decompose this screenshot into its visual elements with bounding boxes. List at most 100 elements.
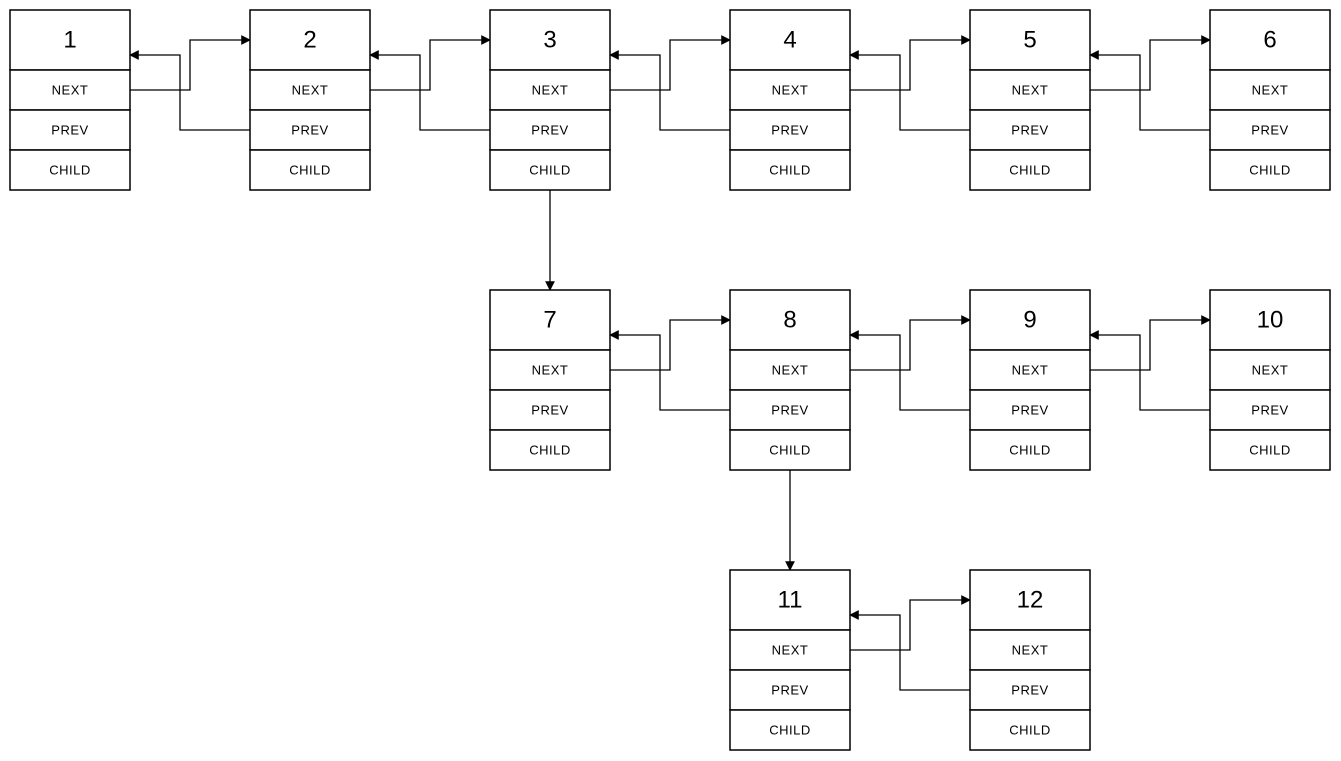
node-3-cell-prev-label: PREV	[531, 123, 568, 138]
node-12-cell-next-label: NEXT	[1012, 643, 1049, 658]
prev-pointer-3-to-2	[369, 50, 490, 131]
node-8-cell-child	[729, 429, 851, 471]
node-1-header	[9, 9, 131, 71]
node-12-cell-child-label: CHILD	[1009, 723, 1051, 738]
node-6-cell-prev-label: PREV	[1251, 123, 1288, 138]
node-2-cell-child	[249, 149, 371, 191]
node-6-header	[1209, 9, 1331, 71]
node-4-cell-prev	[729, 109, 851, 151]
node-7-cell-next-label: NEXT	[532, 363, 569, 378]
next-pointer-7-to-8	[610, 315, 731, 371]
node-3-cell-prev	[489, 109, 611, 151]
node-5-number: 5	[1023, 27, 1036, 54]
node-2-header	[249, 9, 371, 71]
node-11-cell-next	[729, 629, 851, 671]
node-10-cell-child-label: CHILD	[1249, 443, 1291, 458]
node-4-cell-prev-label: PREV	[771, 123, 808, 138]
node-1-cell-child-label: CHILD	[49, 163, 91, 178]
node-7-cell-prev-label: PREV	[531, 403, 568, 418]
node-9-cell-child	[969, 429, 1091, 471]
node-5-cell-child-label: CHILD	[1009, 163, 1051, 178]
node-10-number: 10	[1257, 307, 1284, 334]
prev-pointer-4-to-3	[609, 50, 730, 131]
node-3-cell-child	[489, 149, 611, 191]
node-4-cell-next	[729, 69, 851, 111]
next-pointer-3-to-4	[610, 35, 731, 91]
node-1-cell-child	[9, 149, 131, 191]
node-9-number: 9	[1023, 307, 1036, 334]
node-1-cell-next-label: NEXT	[52, 83, 89, 98]
node-10-cell-prev-label: PREV	[1251, 403, 1288, 418]
node-3-cell-child-label: CHILD	[529, 163, 571, 178]
prev-pointer-2-to-1	[129, 50, 250, 131]
node-4-header	[729, 9, 851, 71]
node-3-header	[489, 9, 611, 71]
node-7-cell-prev	[489, 389, 611, 431]
next-pointer-9-to-10	[1090, 315, 1211, 371]
node-1-cell-prev-label: PREV	[51, 123, 88, 138]
node-7-cell-child-label: CHILD	[529, 443, 571, 458]
node-12-number: 12	[1017, 587, 1044, 614]
node-9-cell-prev	[969, 389, 1091, 431]
node-3-cell-next-label: NEXT	[532, 83, 569, 98]
node-11-cell-child-label: CHILD	[769, 723, 811, 738]
prev-pointer-12-to-11	[849, 610, 970, 691]
node-11-cell-prev-label: PREV	[771, 683, 808, 698]
node-10-cell-next-label: NEXT	[1252, 363, 1289, 378]
node-5-header	[969, 9, 1091, 71]
node-4-cell-next-label: NEXT	[772, 83, 809, 98]
node-11-cell-child	[729, 709, 851, 751]
node-9-cell-next-label: NEXT	[1012, 363, 1049, 378]
next-pointer-2-to-3	[370, 35, 491, 91]
node-1-number: 1	[63, 27, 76, 54]
next-pointer-5-to-6	[1090, 35, 1211, 91]
node-2-cell-next-label: NEXT	[292, 83, 329, 98]
node-4-cell-child	[729, 149, 851, 191]
node-3-number: 3	[543, 27, 556, 54]
node-6-cell-child-label: CHILD	[1249, 163, 1291, 178]
node-2-cell-prev	[249, 109, 371, 151]
node-9-cell-child-label: CHILD	[1009, 443, 1051, 458]
node-12-cell-prev	[969, 669, 1091, 711]
node-5-cell-prev	[969, 109, 1091, 151]
next-pointer-11-to-12	[850, 595, 971, 651]
node-11-header	[729, 569, 851, 631]
node-5-cell-child	[969, 149, 1091, 191]
node-8-header	[729, 289, 851, 351]
node-2-cell-prev-label: PREV	[291, 123, 328, 138]
node-8-number: 8	[783, 307, 796, 334]
node-1-cell-next	[9, 69, 131, 111]
node-3-cell-next	[489, 69, 611, 111]
node-12-cell-prev-label: PREV	[1011, 683, 1048, 698]
node-6-cell-next	[1209, 69, 1331, 111]
node-6-cell-prev	[1209, 109, 1331, 151]
node-2-cell-next	[249, 69, 371, 111]
node-6-cell-child	[1209, 149, 1331, 191]
next-pointer-4-to-5	[850, 35, 971, 91]
node-1-cell-prev	[9, 109, 131, 151]
node-12-cell-next	[969, 629, 1091, 671]
node-6-cell-next-label: NEXT	[1252, 83, 1289, 98]
node-11-cell-next-label: NEXT	[772, 643, 809, 658]
node-5-cell-next-label: NEXT	[1012, 83, 1049, 98]
node-7-cell-child	[489, 429, 611, 471]
node-2-cell-child-label: CHILD	[289, 163, 331, 178]
prev-pointer-5-to-4	[849, 50, 970, 131]
node-10-cell-prev	[1209, 389, 1331, 431]
node-4-number: 4	[783, 27, 796, 54]
node-10-header	[1209, 289, 1331, 351]
prev-pointer-6-to-5	[1089, 50, 1210, 131]
